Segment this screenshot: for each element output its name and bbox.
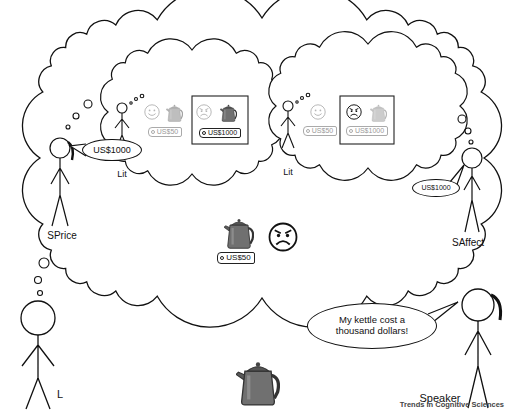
angry-face <box>197 105 211 119</box>
label-holder: Lit <box>283 168 293 178</box>
agent-label: Lit <box>117 170 127 180</box>
thought-dots <box>35 93 474 295</box>
thought-cloud <box>22 0 501 327</box>
stick-body <box>465 321 491 408</box>
label-holder: SAffect <box>452 237 484 248</box>
agent-label: SPrice <box>47 230 76 241</box>
angry-face <box>270 224 297 251</box>
agent-label: Lit <box>283 168 293 178</box>
kettle-icon <box>236 362 278 405</box>
thought-dot <box>458 115 466 123</box>
thought-cloud <box>101 39 284 185</box>
price-tag: US$50 <box>148 127 182 137</box>
thought-dot <box>469 140 473 144</box>
thought-dot <box>73 113 79 119</box>
stick-body <box>281 111 295 148</box>
watermark: Trends in Cognitive Sciences <box>400 401 504 409</box>
speech-bubble: US$1000 <box>82 139 142 161</box>
price-tag: US$50 <box>217 252 254 263</box>
head <box>462 289 494 321</box>
price-tag: US$50 <box>303 126 337 136</box>
speaker-price-figure <box>50 138 73 226</box>
listener-figure <box>21 301 55 409</box>
stick-body <box>22 335 54 409</box>
agent-label: L <box>57 388 63 400</box>
node-text: US$1000 <box>421 184 450 192</box>
thought-dot <box>296 101 298 103</box>
kettle-icon <box>370 105 386 122</box>
thought-dot <box>66 125 70 129</box>
happy-face <box>145 105 159 119</box>
node-text: US$1000 <box>208 129 237 137</box>
node-text: US$1000 <box>93 145 131 155</box>
speech-bubble: US$1000 <box>412 179 459 197</box>
speaker-figure <box>462 289 501 408</box>
ponytail <box>68 142 73 160</box>
ponytail <box>491 295 501 320</box>
thought-dot <box>306 93 310 97</box>
kettle-icon <box>166 105 182 122</box>
kettle-icon <box>224 219 253 248</box>
stick-body <box>464 168 480 232</box>
price-tag: US$1000 <box>199 128 241 138</box>
label-holder: Lit <box>117 170 127 180</box>
node-text: My kettle cost a thousand dollars! <box>322 315 422 337</box>
thought-dot <box>135 98 138 101</box>
label-holder: Trends in Cognitive Sciences <box>400 401 504 409</box>
head <box>462 148 482 168</box>
thought-dot <box>140 94 144 98</box>
thought-dot <box>130 102 132 104</box>
head <box>283 101 293 111</box>
selection-box <box>192 96 248 144</box>
node-text: US$50 <box>226 253 250 262</box>
happy-face <box>311 105 325 119</box>
head <box>50 138 70 158</box>
node-text: US$50 <box>312 127 333 135</box>
thought-dot <box>301 97 304 100</box>
kettle-icon <box>220 105 236 122</box>
agent-label: SAffect <box>452 237 484 248</box>
angry-face <box>347 105 361 119</box>
thought-dot <box>35 277 42 284</box>
head <box>21 301 55 335</box>
selection-box <box>340 96 394 144</box>
node-text: US$1000 <box>355 127 384 135</box>
stick-body <box>51 158 69 226</box>
label-holder: L <box>57 388 63 400</box>
label-holder: SPrice <box>47 230 76 241</box>
thought-dot <box>84 100 92 108</box>
head <box>117 103 127 113</box>
price-tag: US$1000 <box>346 126 388 136</box>
speaker-affect-figure <box>462 148 482 232</box>
thought-dot <box>38 291 43 296</box>
thought-dot <box>39 258 49 268</box>
lit-figure <box>281 101 295 148</box>
node-text: US$50 <box>157 128 178 136</box>
speech-bubble: My kettle cost a thousand dollars! <box>307 303 437 349</box>
thought-cloud <box>269 32 467 181</box>
thought-dot <box>465 128 471 134</box>
